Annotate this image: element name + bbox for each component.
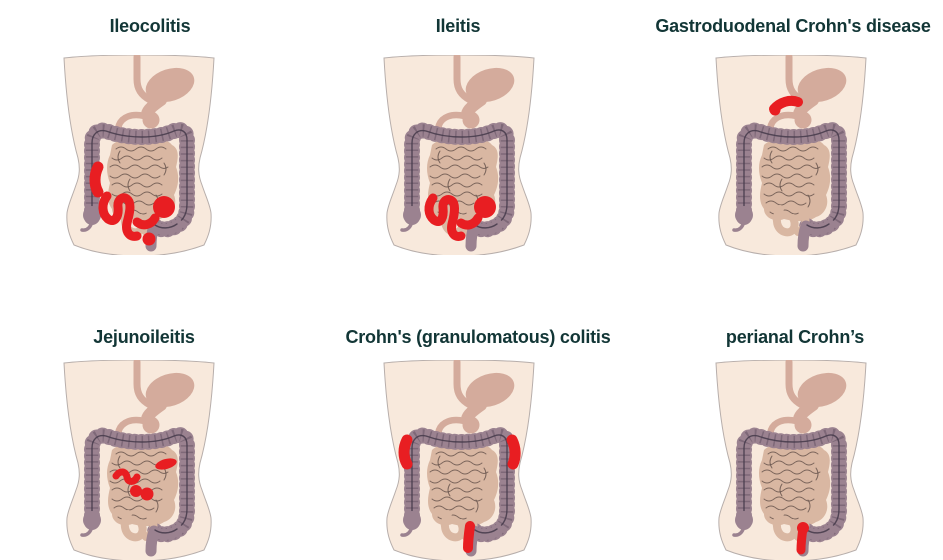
torso-illustration-jejunoileitis xyxy=(60,360,218,560)
torso-illustration-ileitis xyxy=(380,55,538,255)
panel-title-granulomatous-colitis: Crohn's (granulomatous) colitis xyxy=(345,327,611,347)
crohns-disease-types-figure: Ileocolitis Ileitis Gastroduodenal Crohn… xyxy=(0,16,931,543)
highlight-terminal-ileum-and-ascending-colon xyxy=(89,161,175,246)
panel-title-gastroduodenal: Gastroduodenal Crohn's disease xyxy=(655,16,931,36)
highlight-jejunum-ileum-patches xyxy=(112,458,177,501)
highlight-terminal-ileum xyxy=(424,193,496,241)
panel-title-ileitis: Ileitis xyxy=(435,16,481,36)
torso-illustration-granulomatous-colitis xyxy=(380,360,538,560)
panel-title-perianal: perianal Crohn’s xyxy=(725,327,865,347)
torso-illustration-perianal xyxy=(712,360,870,560)
highlight-stomach-outlet-and-duodenum xyxy=(769,95,803,116)
panel-title-jejunoileitis: Jejunoileitis xyxy=(93,327,195,347)
panel-title-ileocolitis: Ileocolitis xyxy=(109,16,191,36)
torso-illustration-ileocolitis xyxy=(60,55,218,255)
torso-illustration-gastroduodenal xyxy=(712,55,870,255)
